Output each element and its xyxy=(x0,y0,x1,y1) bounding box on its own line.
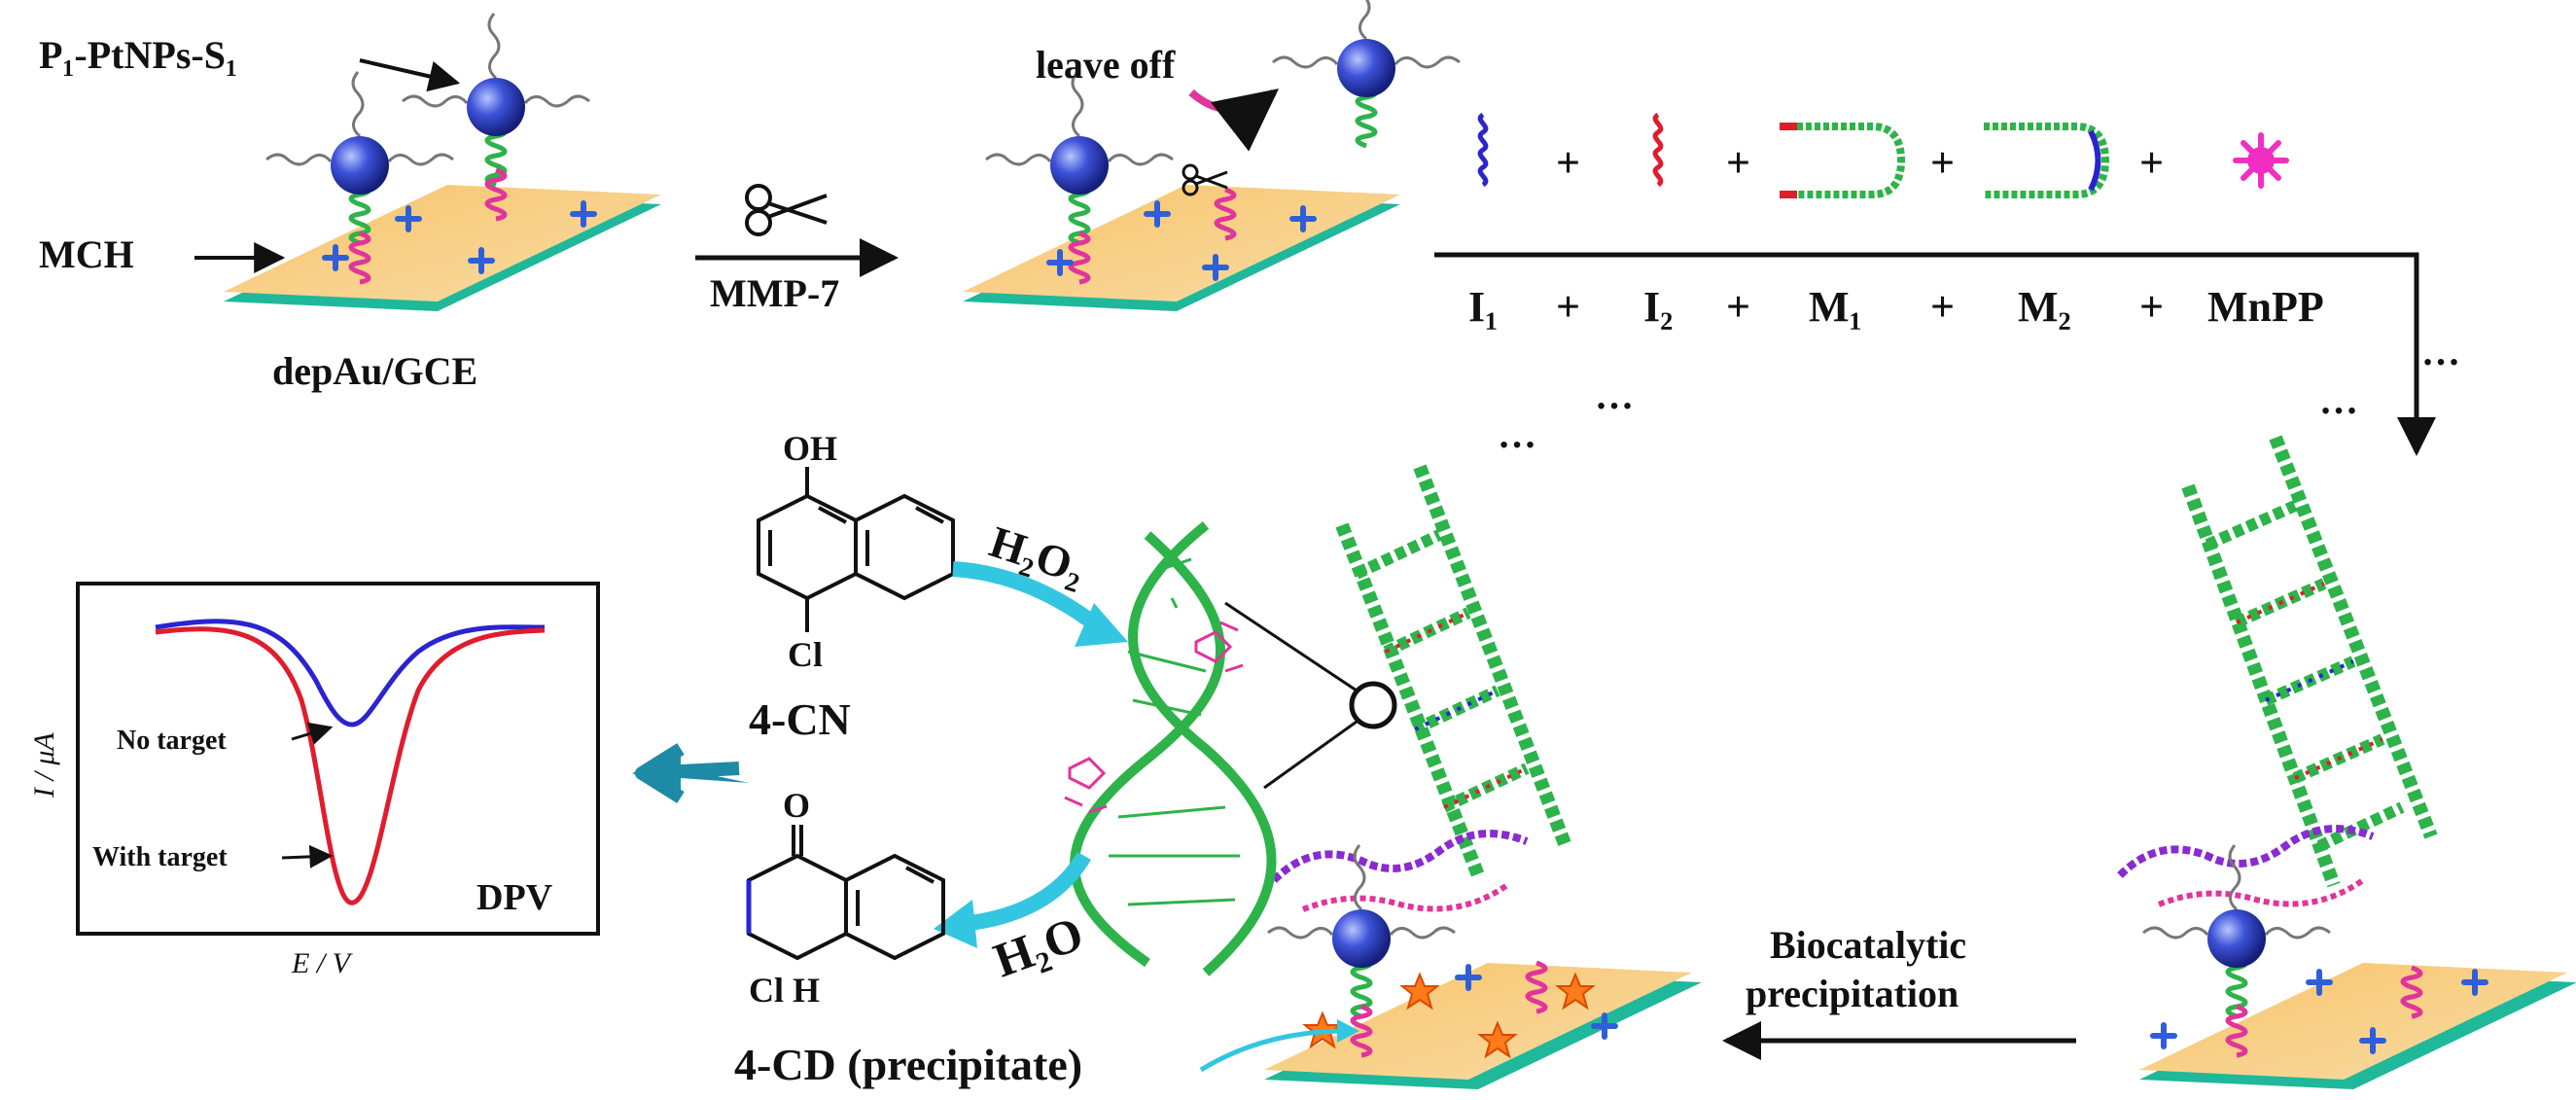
dpv-curve-no-target xyxy=(155,619,546,727)
x-axis-label: E / V xyxy=(291,947,354,979)
plus-2: + xyxy=(1726,139,1750,187)
mch-label: MCH xyxy=(39,232,134,276)
no-target-label: No target xyxy=(117,726,227,756)
double-helix xyxy=(1064,521,1277,976)
with-target-label: With target xyxy=(92,842,228,872)
ladder-ellipsis-2: … xyxy=(2421,330,2460,373)
h2o-arrowhead xyxy=(934,900,977,948)
zoom-circle xyxy=(1349,681,1397,729)
hairpin-m1 xyxy=(1780,123,1906,198)
o-label: O xyxy=(783,786,810,825)
dna-ladder-right: … … xyxy=(2117,330,2460,907)
reagent-i2 xyxy=(1652,112,1664,188)
dna-ladder-middle: … … xyxy=(1271,373,1634,912)
m1-label: M₁ xyxy=(1809,283,1862,331)
reagent-i1 xyxy=(1477,112,1489,188)
p1-ptnps-s1-label: P₁-PtNPs-S₁ xyxy=(39,33,237,77)
m2-label: M₂ xyxy=(2018,283,2071,331)
precipitate-pointer xyxy=(1199,1028,1348,1073)
plus-6: + xyxy=(1726,283,1750,331)
i2-label: I₂ xyxy=(1643,283,1673,331)
plus-4: + xyxy=(2139,139,2164,187)
probe-1b xyxy=(401,12,591,219)
ladder-ellipsis-3: … xyxy=(1498,412,1536,456)
4cd-label: 4-CD (precipitate) xyxy=(734,1040,1082,1089)
plus-7: + xyxy=(1930,283,1955,331)
precipitate-pointer-head xyxy=(1337,1019,1359,1043)
plus-3: + xyxy=(1930,139,1955,187)
h2o-arrow xyxy=(962,851,1091,932)
zoom-line-top xyxy=(1224,601,1358,692)
with-target-pointer xyxy=(281,844,334,869)
cl-h-label: Cl H xyxy=(749,971,820,1010)
electrode-1 xyxy=(224,185,661,311)
ladder-ellipsis-4: … xyxy=(1595,373,1634,417)
precipitation-label: precipitation xyxy=(1746,972,1958,1015)
biocatalytic-label: Biocatalytic xyxy=(1770,923,1966,967)
hairpin-m2 xyxy=(1984,123,2110,198)
depau-gce-label: depAu/GCE xyxy=(272,349,477,393)
cl-label: Cl xyxy=(788,635,823,674)
mnpp-label: MnPP xyxy=(2207,283,2324,331)
plus-8: + xyxy=(2139,283,2164,331)
dpv-label: DPV xyxy=(476,877,553,918)
oh-label: OH xyxy=(783,429,837,468)
ladder-ellipsis-1: … xyxy=(2319,378,2358,422)
molecule-4cd xyxy=(747,825,945,961)
dpv-curve-with-target xyxy=(155,626,546,905)
to-dpv-arrow-body xyxy=(635,743,740,803)
released-probe xyxy=(1271,0,1462,146)
mnpp-icon xyxy=(2233,132,2289,189)
h2o2-arrowhead xyxy=(1075,603,1128,647)
no-target-pointer xyxy=(291,722,334,745)
electrode-4 xyxy=(2139,963,2576,1089)
i1-label: I₁ xyxy=(1468,283,1498,331)
mmp7-label: MMP-7 xyxy=(710,271,839,315)
leave-off-arrow xyxy=(1188,89,1280,152)
electrode-2 xyxy=(963,185,1400,311)
molecule-4cn xyxy=(757,467,955,632)
mch-marker-9 xyxy=(2153,1025,2174,1047)
p1-pointer-arrow xyxy=(359,58,461,92)
plus-1: + xyxy=(1556,139,1580,187)
scissors-small-icon xyxy=(1182,163,1228,196)
zoom-line-bottom xyxy=(1263,720,1358,790)
leave-off-label: leave off xyxy=(1036,43,1176,87)
scissors-icon xyxy=(745,184,828,236)
plus-5: + xyxy=(1556,283,1580,331)
y-axis-label: I / μA xyxy=(28,732,60,798)
4cn-label: 4-CN xyxy=(749,694,851,744)
h2o2-arrow xyxy=(952,561,1104,634)
reaction-arrow xyxy=(1434,252,2436,456)
